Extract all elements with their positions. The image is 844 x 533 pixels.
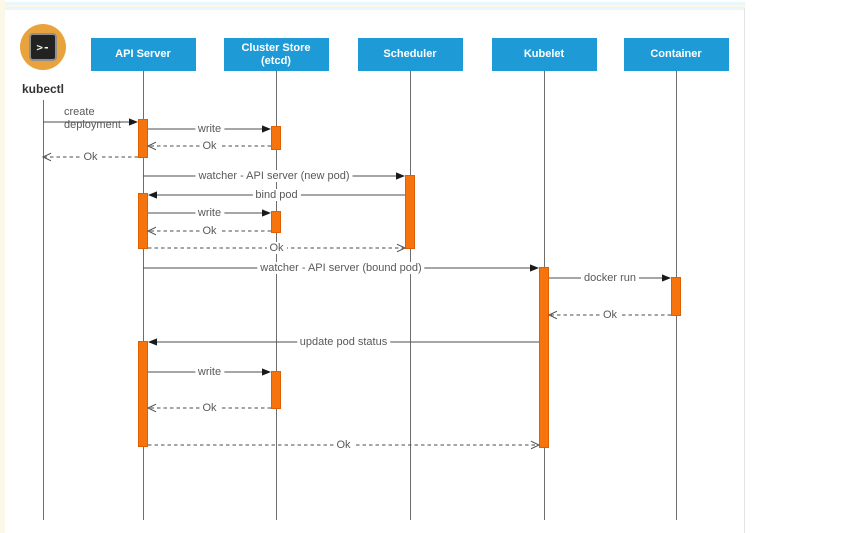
actor-header-api-server: API Server bbox=[90, 38, 196, 71]
lifeline-api-server bbox=[143, 71, 144, 520]
arrowhead-open bbox=[547, 310, 558, 320]
activation-bar-api bbox=[138, 193, 148, 249]
message-label: write bbox=[194, 123, 225, 135]
activation-bar-etcd bbox=[271, 211, 281, 233]
arrowhead-filled bbox=[148, 338, 157, 346]
activation-bar-kubelet bbox=[539, 267, 549, 448]
arrowhead-filled bbox=[262, 209, 271, 217]
actor-header-kubelet: Kubelet bbox=[491, 38, 597, 71]
actor-header-container: Container bbox=[623, 38, 729, 71]
canvas-left-edge bbox=[0, 0, 5, 533]
actor-label: Cluster Store bbox=[241, 41, 311, 54]
arrowhead-open bbox=[146, 141, 157, 151]
message-label: watcher - API server (new pod) bbox=[195, 170, 353, 182]
message-label: watcher - API server (bound pod) bbox=[257, 262, 425, 274]
activation-bar-api bbox=[138, 119, 148, 158]
arrowhead-open bbox=[396, 243, 407, 253]
actor-label: API Server bbox=[115, 48, 171, 60]
message-label: write bbox=[194, 366, 225, 378]
activation-bar-etcd bbox=[271, 126, 281, 150]
message-label: docker run bbox=[581, 272, 639, 284]
arrowhead-open bbox=[41, 152, 52, 162]
message-label: write bbox=[194, 207, 225, 219]
message-label: Ok bbox=[80, 151, 101, 163]
actor-header-scheduler: Scheduler bbox=[357, 38, 463, 71]
message-label: bind pod bbox=[252, 189, 301, 201]
activation-bar-etcd bbox=[271, 371, 281, 409]
actor-label: Container bbox=[650, 48, 702, 60]
activation-bar-container bbox=[671, 277, 681, 316]
arrowhead-filled bbox=[396, 172, 405, 180]
message-arrow-ok bbox=[148, 243, 407, 253]
terminal-icon: >- bbox=[20, 24, 66, 70]
arrowhead-filled bbox=[262, 125, 271, 133]
arrowhead-filled bbox=[530, 264, 539, 272]
message-label: Ok bbox=[599, 309, 621, 321]
lifeline-scheduler bbox=[410, 71, 411, 520]
arrowhead-filled bbox=[129, 118, 138, 126]
canvas-top-edge bbox=[0, 0, 745, 10]
actor-label: Scheduler bbox=[383, 48, 437, 60]
kubectl-actor: >- bbox=[20, 24, 66, 70]
message-label: create deployment bbox=[64, 106, 121, 131]
message-label: Ok bbox=[333, 439, 354, 451]
message-arrow-ok bbox=[148, 440, 541, 450]
actor-sublabel: (etcd) bbox=[261, 54, 291, 67]
arrowhead-filled bbox=[262, 368, 271, 376]
message-label: Ok bbox=[199, 225, 220, 237]
actor-label-kubectl: kubectl bbox=[21, 82, 65, 96]
arrowhead-open bbox=[146, 403, 157, 413]
lifeline-cluster-store bbox=[276, 71, 277, 520]
arrowhead-open bbox=[530, 440, 541, 450]
activation-bar-api bbox=[138, 341, 148, 447]
message-label: Ok bbox=[199, 402, 220, 414]
message-arrow-create-deployment bbox=[43, 118, 138, 126]
terminal-prompt-glyph: >- bbox=[29, 33, 57, 61]
message-label: update pod status bbox=[296, 336, 391, 348]
actor-label: Kubelet bbox=[523, 48, 565, 60]
arrowhead-open bbox=[146, 226, 157, 236]
arrowhead-filled bbox=[662, 274, 671, 282]
message-label: Ok bbox=[266, 242, 287, 254]
message-label: Ok bbox=[199, 140, 220, 152]
lifeline-kubectl bbox=[43, 100, 44, 520]
canvas-right-border bbox=[744, 8, 745, 533]
arrowhead-filled bbox=[148, 191, 157, 199]
actor-header-cluster-store: Cluster Store(etcd) bbox=[223, 38, 329, 71]
activation-bar-scheduler bbox=[405, 175, 415, 249]
